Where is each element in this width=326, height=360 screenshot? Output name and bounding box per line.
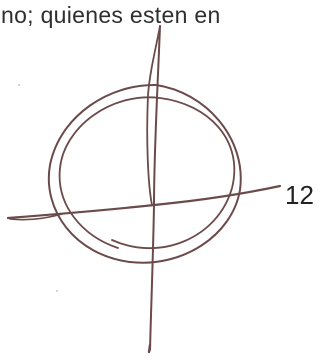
signature-outer-loop: [49, 85, 241, 263]
paper-speck: [56, 290, 58, 292]
signature-bottom-tail: [149, 345, 150, 352]
paper-speck: [18, 84, 20, 86]
page-number: 12: [285, 180, 314, 210]
